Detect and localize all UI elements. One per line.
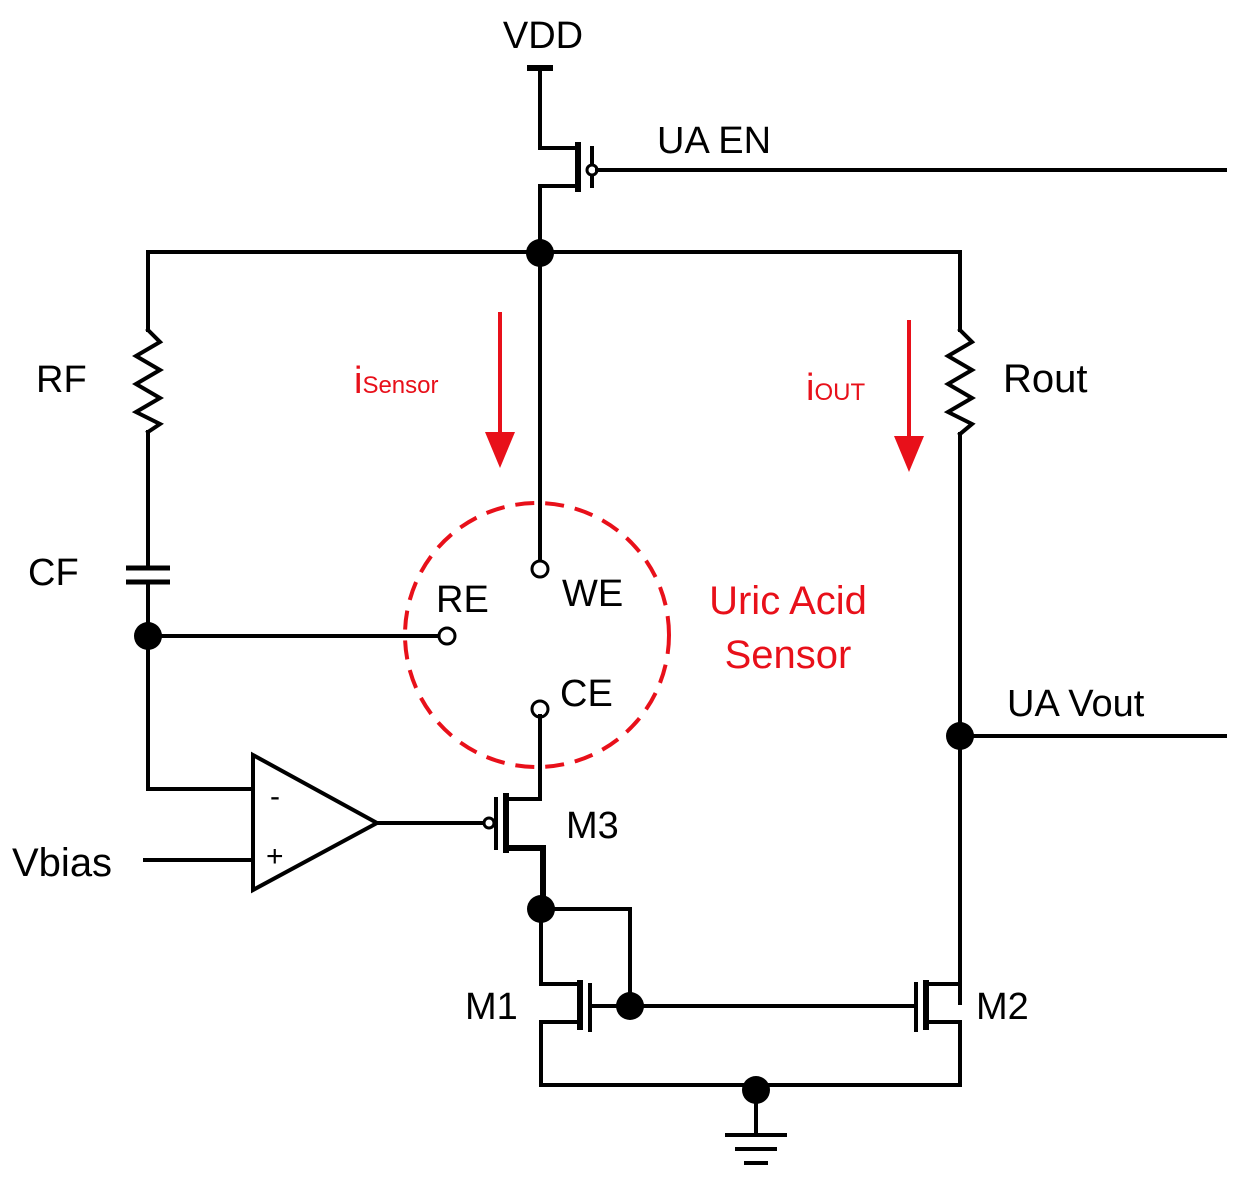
ground-icon [725,1088,787,1165]
we-label: WE [562,573,623,615]
vdd-supply [527,65,580,150]
uric-acid-sensor-boundary [403,501,671,769]
i-out-label: iOUT [806,367,865,409]
i-out-arrow [894,320,924,472]
ce-label: CE [560,673,613,715]
m1-label: M1 [465,986,518,1028]
opamp-minus-label: - [270,780,280,813]
rout-label: Rout [1003,357,1088,401]
m2-transistor [914,908,962,1087]
ua-vout-label: UA Vout [1007,683,1145,725]
m2-label: M2 [976,986,1029,1028]
re-terminal [437,626,457,646]
cf-label: CF [28,552,79,594]
vbias-label: Vbias [12,841,112,885]
sensor-name-line2: Sensor [725,633,852,677]
opamp-plus-label: + [266,840,284,873]
opamp-feedback-wire [146,634,255,791]
m3-label: M3 [566,805,619,847]
rout-resistor [943,250,976,1005]
m3-transistor [482,714,546,909]
re-label: RE [436,579,489,621]
op-amp [251,751,382,894]
we-terminal [530,559,550,579]
i-sensor-arrow [485,312,515,468]
m1-transistor [539,907,592,1087]
ua-en-label: UA EN [657,120,771,162]
vdd-label: VDD [503,15,583,57]
rf-label: RF [36,359,87,401]
i-sensor-label: iSensor [354,360,439,402]
sensor-name-line1: Uric Acid [709,579,867,623]
pmos-enable-switch [538,142,1227,255]
rf-resistor [131,250,164,568]
m1-diode-connection [539,907,632,1007]
